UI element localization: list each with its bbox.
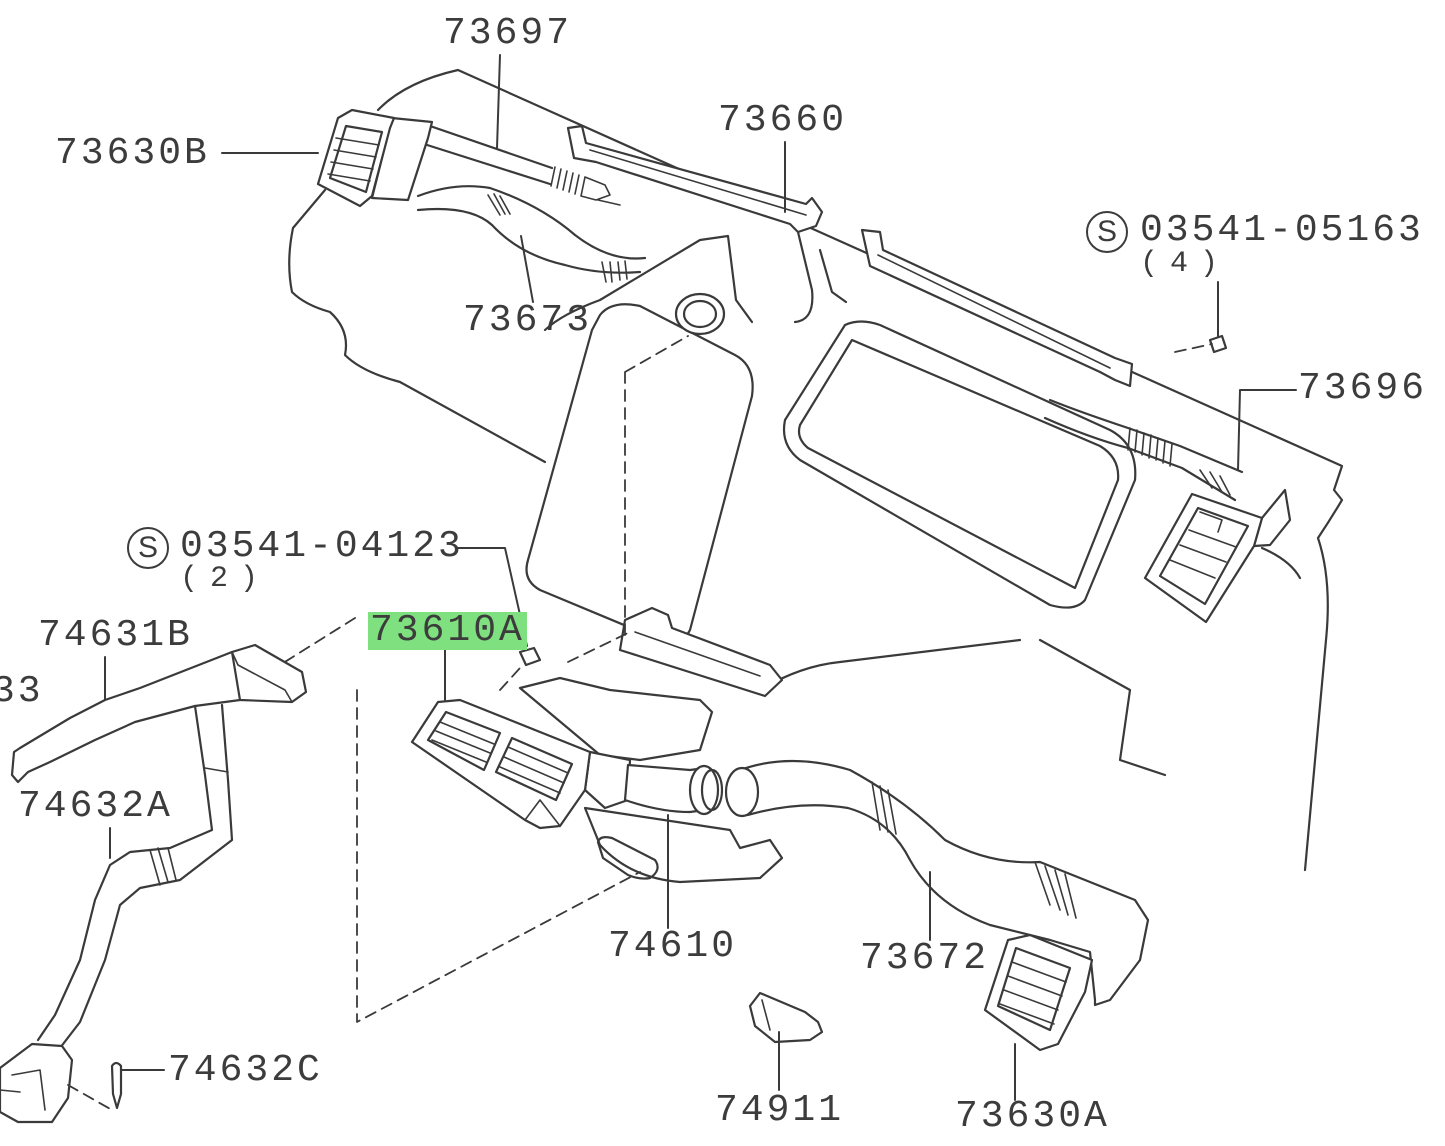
- cluster-opening-inner: [797, 338, 1120, 590]
- bracket-73660-inner: [589, 149, 807, 216]
- screw-03541-05163: [1208, 334, 1228, 354]
- callout-73673: 73673: [463, 299, 593, 342]
- callout-73672: 73672: [860, 937, 990, 980]
- callout-cropped: 33: [0, 670, 44, 713]
- assembly-dashed-line: [624, 335, 689, 641]
- callout-73630A: 73630A: [955, 1095, 1110, 1138]
- vent-73630B: [316, 108, 396, 208]
- callout-03541-05163: 03541-05163: [1140, 209, 1424, 252]
- vent-left-bottom-edge: [0, 1069, 46, 1111]
- console-bottom-plate-inner: [634, 631, 761, 677]
- assembly-dashed-line: [356, 689, 641, 1023]
- duct-neck-inner: [682, 299, 718, 329]
- screw-marker-icon: S: [127, 527, 169, 569]
- bracket-right-inner: [877, 254, 1111, 369]
- assembly-dashed-line: [67, 1084, 113, 1111]
- bracket-73660: [566, 124, 824, 234]
- dashboard-rib: [543, 234, 754, 332]
- screw-marker-icon: S: [1086, 211, 1128, 253]
- housing-slot: [596, 836, 659, 880]
- screw-03541-04123: [518, 646, 542, 667]
- duct-73672-hatching: [871, 781, 1077, 919]
- assembly-dashed-line: [567, 631, 631, 663]
- duct-74610-coupling-ring: [700, 768, 724, 812]
- assembly-dashed-line: [1174, 343, 1213, 353]
- cluster-opening: [782, 320, 1137, 609]
- duct-74631B: [10, 650, 242, 784]
- lower-housing: [583, 806, 784, 884]
- duct-73696-bellows: [1127, 427, 1231, 496]
- assembly-dashed-line: [499, 667, 521, 691]
- dashboard-panel-edge: [793, 230, 848, 324]
- duct-74632A-coupling: [149, 767, 229, 886]
- vent-73610A-louvres: [431, 721, 569, 827]
- callout-74911: 74911: [715, 1089, 845, 1132]
- callout-74632C: 74632C: [168, 1049, 323, 1092]
- callout-74610: 74610: [608, 925, 738, 968]
- duct-73672: [738, 759, 1150, 1007]
- duct-73672-ring: [724, 766, 760, 818]
- leader-line-73697: [496, 54, 501, 149]
- part-74911-edge: [761, 999, 771, 1031]
- bracket-right: [860, 228, 1134, 388]
- vent-right-louvres: [1169, 511, 1237, 579]
- screw-quantity: (4): [1140, 247, 1231, 281]
- callout-73660: 73660: [718, 99, 848, 142]
- vent-right: [1143, 492, 1264, 624]
- vent-73610A-right-opening: [494, 736, 574, 802]
- callout-74631B: 74631B: [38, 614, 193, 657]
- duct-73697-bellows: [550, 166, 621, 206]
- callout-74632A: 74632A: [18, 785, 173, 828]
- leader-line-73673: [520, 235, 534, 303]
- callout-73697: 73697: [443, 12, 573, 55]
- vent-73630B-louvres: [327, 137, 380, 182]
- dashboard-left-edge: [288, 188, 547, 464]
- center-console: [525, 303, 754, 643]
- duct-74631B-inlet: [230, 643, 308, 704]
- screw-74632C: [110, 1061, 123, 1110]
- vent-73630A-louvres: [999, 961, 1067, 1025]
- leader-line-73696: [1237, 389, 1297, 471]
- callout-73630B: 73630B: [55, 132, 210, 175]
- callout-73610A-highlighted: 73610A: [368, 609, 527, 652]
- duct-74631B-inlet-edge: [231, 651, 293, 703]
- console-bottom-plate: [618, 606, 784, 698]
- duct-73697: [422, 124, 554, 186]
- vent-73630A-face: [996, 946, 1072, 1032]
- duct-73673: [416, 185, 647, 274]
- duct-74632A: [36, 703, 234, 1050]
- vent-73610A-side: [583, 750, 632, 810]
- callout-03541-04123: 03541-04123: [180, 525, 464, 568]
- screw-quantity: (2): [180, 562, 271, 596]
- vent-left-bottom: [0, 1042, 74, 1124]
- assembly-dashed-line: [279, 617, 356, 666]
- part-74911: [748, 991, 824, 1044]
- dashboard-top-edge: [376, 68, 1344, 872]
- duct-74610-coupling: [688, 764, 720, 816]
- duct-73673-hatching: [487, 193, 628, 283]
- vent-right-face: [1158, 506, 1250, 606]
- vent-73630B-face: [328, 124, 384, 194]
- callout-73696: 73696: [1298, 367, 1428, 410]
